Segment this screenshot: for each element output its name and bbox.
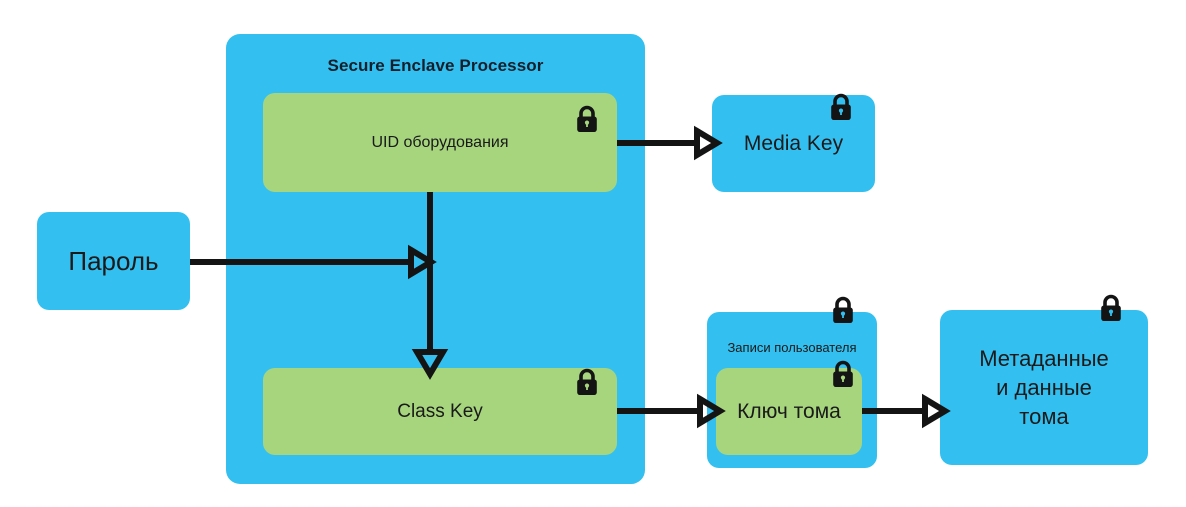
node-class-key: Class Key (263, 368, 617, 455)
node-volume-data-line2: и данные (996, 374, 1092, 400)
lock-icon (574, 368, 600, 398)
connector-uid-to-class-key (411, 192, 449, 380)
node-class-key-label: Class Key (397, 400, 483, 422)
node-volume-data-line3: тома (1019, 404, 1069, 430)
secure-enclave-processor-title: Secure Enclave Processor (327, 56, 544, 75)
node-volume-data: Метаданные и данные тома (940, 310, 1148, 465)
node-password-label: Пароль (68, 245, 159, 276)
connector-volume-key-to-volume-data (862, 393, 951, 429)
node-volume-data-line1: Метаданные (979, 345, 1109, 371)
node-user-records-label: Записи пользователя (727, 340, 857, 355)
lock-icon (830, 360, 856, 390)
node-media-key-label: Media Key (743, 131, 844, 155)
lock-icon (830, 296, 856, 326)
node-volume-key: Ключ тома (716, 368, 862, 455)
connector-uid-to-media-key (617, 125, 723, 161)
node-hardware-uid: UID оборудования (263, 93, 617, 192)
lock-icon (1098, 294, 1124, 324)
connector-password-to-class-key (190, 244, 437, 280)
node-volume-key-label: Ключ тома (737, 399, 841, 423)
node-password: Пароль (37, 212, 190, 310)
lock-icon (828, 93, 854, 123)
lock-icon (574, 105, 600, 135)
node-hardware-uid-label: UID оборудования (371, 133, 509, 151)
connector-class-key-to-volume-key (617, 393, 726, 429)
